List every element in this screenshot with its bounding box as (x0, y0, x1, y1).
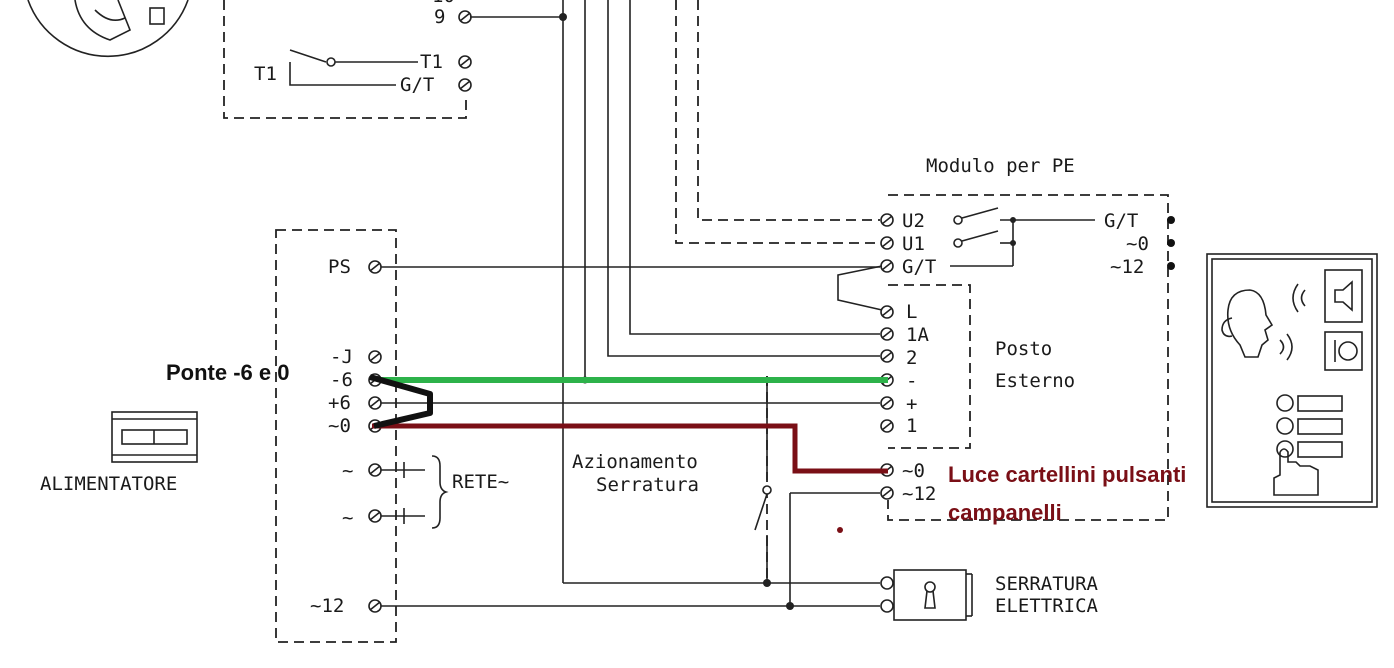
keyhole-icon (924, 581, 936, 609)
microphone-icon (1324, 331, 1363, 371)
bridge-wire-line (369, 374, 433, 429)
switch-t1-label: T1 (254, 63, 277, 85)
horizontal-wires (381, 266, 880, 610)
lock-actuation-line1: Azionamento (572, 451, 698, 473)
external-post-title-line2: Esterno (995, 370, 1075, 392)
module-pe-block: Modulo per PE U2 U1 G/T G/T ~0 ~12 (837, 155, 1175, 521)
pointing-hand-icon (1273, 448, 1319, 496)
minus-6-terminal-label: -6 (330, 369, 353, 391)
module-right-12-label: ~12 (1110, 256, 1144, 278)
post-terminal-tilde-12: ~12 (902, 483, 936, 505)
terminal-gt-label: G/T (400, 74, 434, 96)
light-note-line2: campanelli (948, 500, 1062, 525)
power-supply-icon (111, 411, 198, 463)
module-right-gt-label: G/T (1104, 210, 1138, 232)
face-icon (1221, 289, 1274, 358)
red-wire-line (372, 423, 888, 474)
light-note-line1: Luce cartellini pulsanti (948, 462, 1186, 487)
plus-6-terminal-label: +6 (328, 392, 351, 414)
tilde-12-terminal-label: ~12 (310, 595, 344, 617)
electric-lock-line1: SERRATURA (995, 573, 1099, 595)
electric-lock-block: SERRATURA ELETTRICA (880, 569, 1099, 621)
post-terminal-minus: - (906, 370, 917, 392)
module-u2-label: U2 (902, 210, 925, 232)
lock-actuation: Azionamento Serratura (572, 376, 772, 583)
post-terminal-1: 1 (906, 415, 917, 437)
post-terminal-1a: 1A (906, 324, 929, 346)
top-device-block: 10 9 T1 T1 G/T (223, 0, 472, 119)
tilde-0-terminal-label: ~0 (328, 415, 351, 437)
module-right-0-label: ~0 (1126, 233, 1149, 255)
rete-2-terminal-label: ~ (342, 507, 353, 529)
call-buttons-icon (1276, 394, 1343, 458)
terminal-t1-label: T1 (420, 51, 443, 73)
post-terminal-tilde-0: ~0 (902, 460, 925, 482)
post-terminal-plus: + (906, 393, 917, 415)
lock-actuation-line2: Serratura (596, 474, 699, 496)
module-title: Modulo per PE (926, 155, 1075, 177)
stray-dot (837, 527, 843, 533)
vertical-wires (470, 0, 880, 583)
rete-brace (431, 455, 449, 529)
module-gt-label: G/T (902, 256, 936, 278)
electric-lock-line2: ELETTRICA (995, 595, 1099, 617)
handset-icon (27, 0, 189, 58)
red-wire (372, 423, 888, 474)
terminal-10-label: 10 (432, 0, 455, 7)
power-supply-caption: ALIMENTATORE (40, 473, 177, 495)
post-terminal-2: 2 (906, 347, 917, 369)
lock-switch-contact-icon (762, 485, 772, 495)
bridge-note: Ponte -6 e 0 (166, 360, 289, 385)
ps-terminal-label: PS (328, 256, 351, 278)
speaker-icon (1324, 269, 1363, 323)
external-post-title-line1: Posto (995, 338, 1052, 360)
power-supply-screws (368, 260, 382, 613)
rete-1-terminal-label: ~ (342, 460, 353, 482)
module-u1-label: U1 (902, 233, 925, 255)
intercom-panel-icon (1206, 253, 1378, 508)
power-supply-block: ALIMENTATORE PS -J -6 +6 ~0 ~ ~ ~12 RETE… (40, 229, 509, 643)
minus-j-terminal-label: -J (330, 346, 353, 368)
bridge-wire (369, 374, 433, 429)
sound-waves-icon (1279, 283, 1306, 361)
post-terminal-l: L (906, 301, 917, 323)
rete-label: RETE~ (452, 471, 509, 493)
switch-t1-icon (289, 49, 327, 63)
terminal-9-label: 9 (434, 6, 445, 28)
